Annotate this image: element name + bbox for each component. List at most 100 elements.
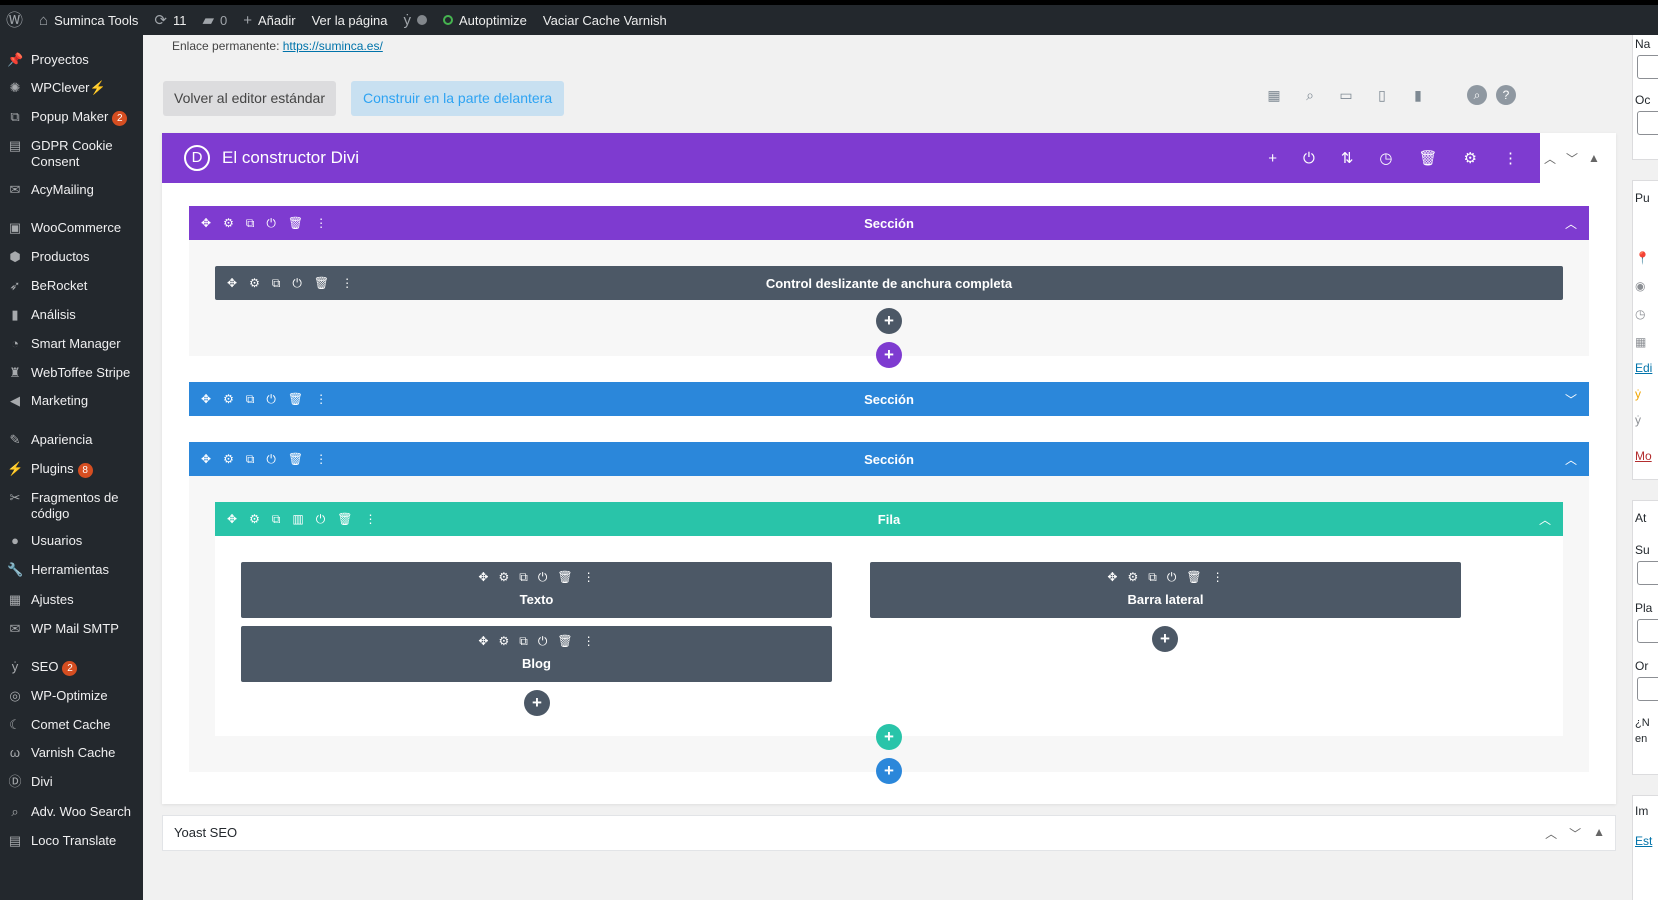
move-icon[interactable]: ✥ [478,570,489,584]
autoptimize-link[interactable]: Autoptimize [435,5,535,35]
field-input[interactable] [1637,111,1658,135]
chevron-up-icon[interactable]: ︿ [1544,151,1557,166]
power-icon[interactable]: ⏻ [537,570,548,584]
sidebar-item-marketing[interactable]: ◀Marketing [0,393,143,409]
add-new-link[interactable]: + Añadir [235,5,303,35]
chevron-up-icon[interactable]: ︿ [1564,452,1577,467]
text-module[interactable]: ✥ ⚙ ⧉ ⏻ 🗑 ⋮ Texto [241,562,832,618]
build-frontend-button[interactable]: Construir en la parte delantera [351,81,565,116]
chevron-up-icon[interactable]: ︿ [1538,512,1551,527]
gear-icon[interactable]: ⚙ [223,392,234,406]
sidebar-item-ajustes[interactable]: ▦Ajustes [0,592,143,608]
chevron-down-icon[interactable]: ﹀ [1566,151,1579,166]
view-page-link[interactable]: Ver la página [304,5,396,35]
move-icon[interactable]: ✥ [227,512,238,526]
trash-icon[interactable]: 🗑 [287,216,304,230]
set-image-link[interactable]: Est [1635,834,1653,848]
sort-icon[interactable]: ⇅ [1340,150,1354,167]
duplicate-icon[interactable]: ⧉ [245,215,255,230]
yoast-title[interactable]: Yoast SEO [174,825,238,840]
sidebar-item-fragmentos-de-código[interactable]: ✂Fragmentos de código [0,490,143,522]
sidebar-item-wp-optimize[interactable]: ◎WP-Optimize [0,688,143,704]
sidebar-item-herramientas[interactable]: 🔧Herramientas [0,562,143,578]
gear-icon[interactable]: ⚙ [1463,150,1477,167]
sidebar-item-acymailing[interactable]: ✉AcyMailing [0,182,143,198]
gear-icon[interactable]: ⚙ [1127,570,1139,584]
more-icon[interactable]: ⋮ [1503,150,1518,167]
add-module-button[interactable]: + [1152,626,1178,652]
sidebar-item-wpclever[interactable]: ✺WPClever⚡ [0,80,143,96]
collapse-triangle-icon[interactable]: ▲ [1593,825,1605,839]
power-icon[interactable]: ⏻ [1302,149,1315,167]
collapse-triangle-icon[interactable]: ▲ [1588,151,1600,165]
trash-icon[interactable]: 🗑 [1186,570,1202,584]
trash-icon[interactable]: 🗑 [337,512,353,526]
trash-icon[interactable]: 🗑 [287,452,304,466]
add-icon[interactable]: + [1268,149,1277,167]
edit-link[interactable]: Edi [1635,361,1653,375]
sidebar-item-gdpr-cookie-consent[interactable]: ▤GDPR Cookie Consent [0,138,143,170]
more-icon[interactable]: ⋮ [582,634,595,648]
desktop-icon[interactable]: ▭ [1339,87,1353,103]
template-select[interactable] [1637,619,1658,643]
permalink-url[interactable]: https://suminca.es/ [282,39,383,53]
sidebar-item-woocommerce[interactable]: ▣WooCommerce [0,220,143,236]
trash-icon[interactable]: 🗑 [557,570,573,584]
duplicate-icon[interactable]: ⧉ [1148,570,1157,584]
sidebar-item-proyectos[interactable]: 📌Proyectos [0,52,143,68]
power-icon[interactable]: ⏻ [292,275,302,290]
phone-icon[interactable]: ▮ [1414,87,1422,103]
section-header[interactable]: ✥ ⚙ ⧉ ⏻ 🗑 ⋮ Sección ︿ [189,206,1589,240]
layout-icon[interactable]: ▦ [1267,87,1281,103]
fullwidth-module[interactable]: ✥ ⚙ ⧉ ⏻ 🗑 ⋮ Control deslizante de anchur… [215,266,1563,300]
duplicate-icon[interactable]: ⧉ [271,511,281,526]
duplicate-icon[interactable]: ⧉ [519,634,528,648]
updates-link[interactable]: ⟳ 11 [146,5,194,35]
move-to-trash-link[interactable]: Mo [1635,449,1652,463]
more-icon[interactable]: ⋮ [315,216,328,230]
sidebar-item-análisis[interactable]: ▮Análisis [0,307,143,323]
wordpress-logo-button[interactable]: Ⓦ [0,5,31,35]
gear-icon[interactable]: ⚙ [249,276,260,290]
duplicate-icon[interactable]: ⧉ [245,451,255,466]
more-icon[interactable]: ⋮ [364,512,377,526]
sidebar-item-wp-mail-smtp[interactable]: ✉WP Mail SMTP [0,621,143,637]
gear-icon[interactable]: ⚙ [249,512,260,526]
add-section-button[interactable]: + [876,758,902,784]
sidebar-item-loco-translate[interactable]: ▤Loco Translate [0,833,143,849]
chevron-up-icon[interactable]: ︿ [1564,216,1577,231]
more-icon[interactable]: ⋮ [1211,570,1224,584]
yoast-admin-link[interactable]: ẏ [395,5,435,35]
sidebar-item-productos[interactable]: ⬢Productos [0,249,143,265]
power-icon[interactable]: ⏻ [266,451,276,466]
trash-icon[interactable]: 🗑 [1418,150,1438,167]
trash-icon[interactable]: 🗑 [557,634,573,648]
power-icon[interactable]: ⏻ [266,391,276,406]
chevron-down-icon[interactable]: ﹀ [1564,392,1577,407]
trash-icon[interactable]: 🗑 [287,392,304,406]
more-icon[interactable]: ⋮ [341,276,354,290]
section-header[interactable]: ✥ ⚙ ⧉ ⏻ 🗑 ⋮ Sección ﹀ [189,382,1589,416]
sidebar-item-apariencia[interactable]: ✎Apariencia [0,432,143,448]
add-module-button[interactable]: + [876,308,902,334]
sidebar-module[interactable]: ✥ ⚙ ⧉ ⏻ 🗑 ⋮ Barra lateral [870,562,1461,618]
zoom-icon[interactable]: ⌕ [1306,87,1314,103]
duplicate-icon[interactable]: ⧉ [271,275,281,290]
history-icon[interactable]: ◷ [1379,150,1393,167]
move-icon[interactable]: ✥ [478,634,489,648]
trash-icon[interactable]: 🗑 [313,276,330,290]
more-icon[interactable]: ⋮ [582,570,595,584]
sidebar-item-adv-woo-search[interactable]: ⌕Adv. Woo Search [0,804,143,820]
back-to-standard-editor-button[interactable]: Volver al editor estándar [163,81,336,116]
varnish-purge-link[interactable]: Vaciar Cache Varnish [535,5,675,35]
blog-module[interactable]: ✥ ⚙ ⧉ ⏻ 🗑 ⋮ Blog [241,626,832,682]
help-icon[interactable]: ? [1496,85,1516,105]
gear-icon[interactable]: ⚙ [498,570,510,584]
search-icon[interactable]: ⌕ [1467,85,1487,105]
comments-link[interactable]: ▰ 0 [194,5,235,35]
move-icon[interactable]: ✥ [201,216,212,230]
columns-icon[interactable]: ▥ [292,512,304,526]
